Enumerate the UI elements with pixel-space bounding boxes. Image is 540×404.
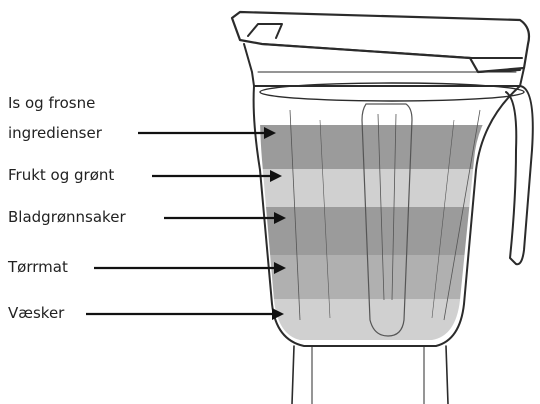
arrow-liquids (86, 308, 284, 320)
label-ice-frozen: Is og frosne ingredienser (8, 94, 103, 142)
arrow-fruit-vegetables (152, 170, 282, 182)
layer-ice-frozen (260, 125, 490, 169)
jar-base (291, 345, 449, 404)
arrows (86, 127, 286, 320)
layer-leafy-greens (260, 207, 490, 255)
arrow-dry-goods (94, 262, 286, 274)
label-leafy-greens: Bladgrønnsaker (8, 208, 126, 226)
jar-body (252, 85, 521, 347)
jar-lid (230, 10, 531, 74)
layer-fruit-vegetables (260, 169, 490, 207)
blender-jar (230, 10, 534, 404)
label-fruit-vegetables: Frukt og grønt (8, 166, 114, 184)
arrow-ice-frozen (138, 127, 276, 139)
arrow-leafy-greens (164, 212, 286, 224)
label-liquids: Væsker (8, 304, 65, 322)
jar-inner-details (289, 103, 481, 337)
labels: Is og frosne ingredienser Frukt og grønt… (7, 94, 126, 322)
jar-handle (505, 85, 534, 266)
ingredient-layers (260, 125, 490, 340)
label-dry-goods: Tørrmat (7, 258, 68, 276)
